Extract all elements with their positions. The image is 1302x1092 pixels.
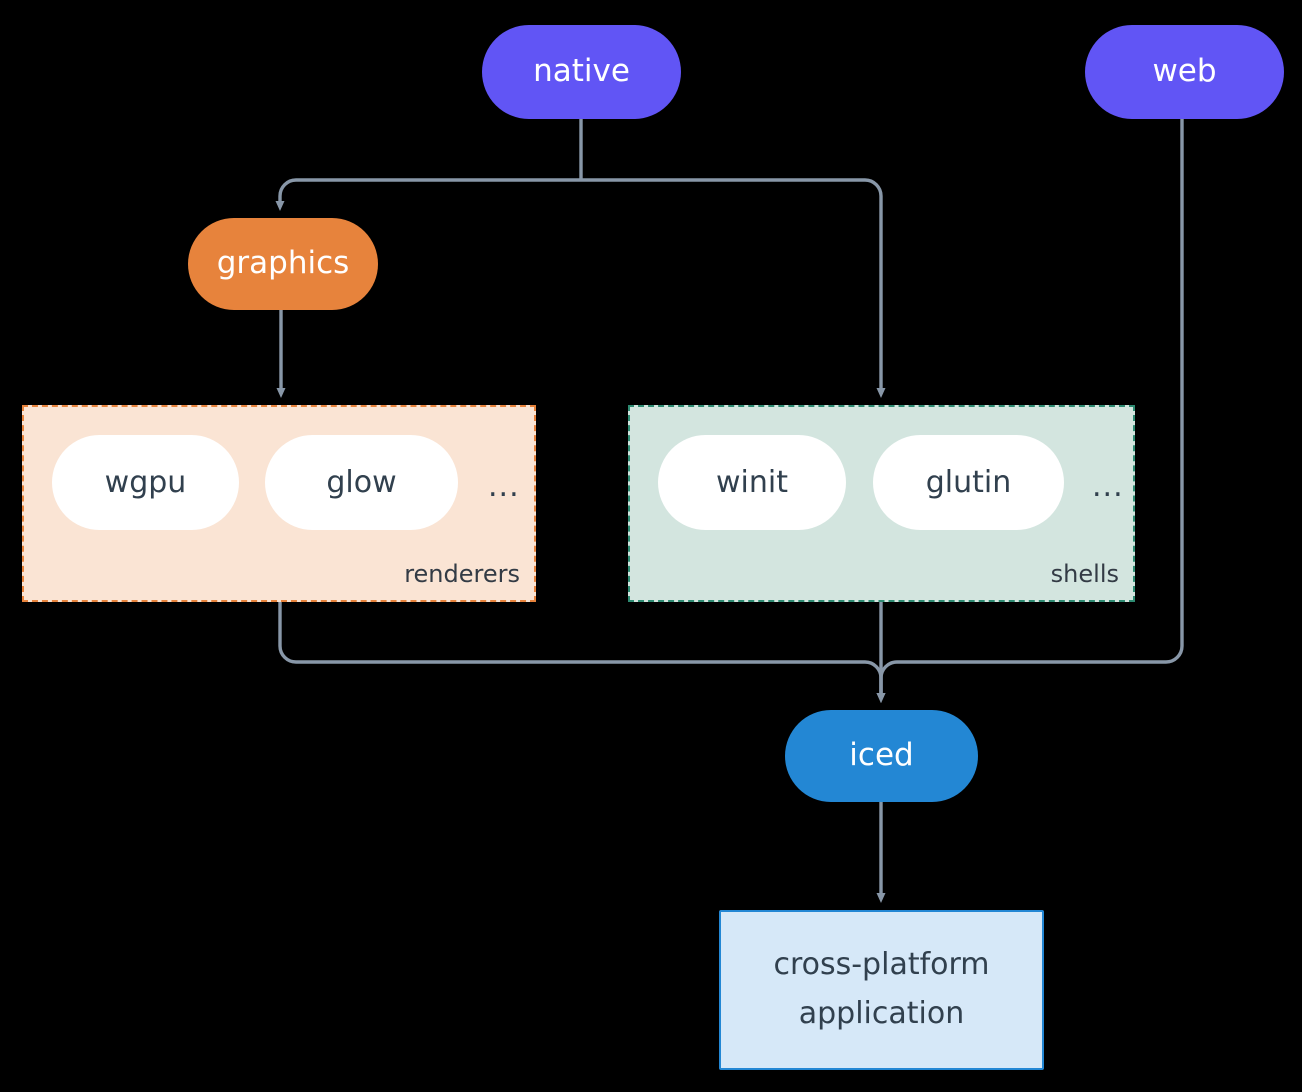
node-web[interactable]: web bbox=[1085, 25, 1284, 119]
cluster-label-renderers: renderers bbox=[404, 560, 520, 588]
node-native[interactable]: native bbox=[482, 25, 681, 119]
shells-more-ellipsis: ... bbox=[1092, 469, 1124, 504]
application-label-line2: application bbox=[798, 996, 965, 1031]
cluster-renderers: wgpu glow ... renderers bbox=[22, 405, 536, 602]
application-label-line1: cross-platform bbox=[773, 947, 990, 983]
node-graphics[interactable]: graphics bbox=[188, 218, 378, 310]
node-cross-platform-application[interactable]: cross-platform application bbox=[719, 910, 1044, 1070]
leaf-winit[interactable]: winit bbox=[658, 435, 846, 530]
leaf-wgpu[interactable]: wgpu bbox=[52, 435, 239, 530]
cluster-label-shells: shells bbox=[1050, 560, 1119, 588]
edge-renderers-to-iced bbox=[278, 602, 886, 703]
cluster-shells: winit glutin ... shells bbox=[628, 405, 1135, 602]
leaf-glow[interactable]: glow bbox=[265, 435, 458, 530]
edge-native-to-shells bbox=[581, 178, 886, 398]
node-iced[interactable]: iced bbox=[785, 710, 978, 802]
leaf-glutin[interactable]: glutin bbox=[873, 435, 1064, 530]
renderers-more-ellipsis: ... bbox=[488, 469, 520, 504]
edge-native-to-graphics bbox=[275, 178, 581, 211]
